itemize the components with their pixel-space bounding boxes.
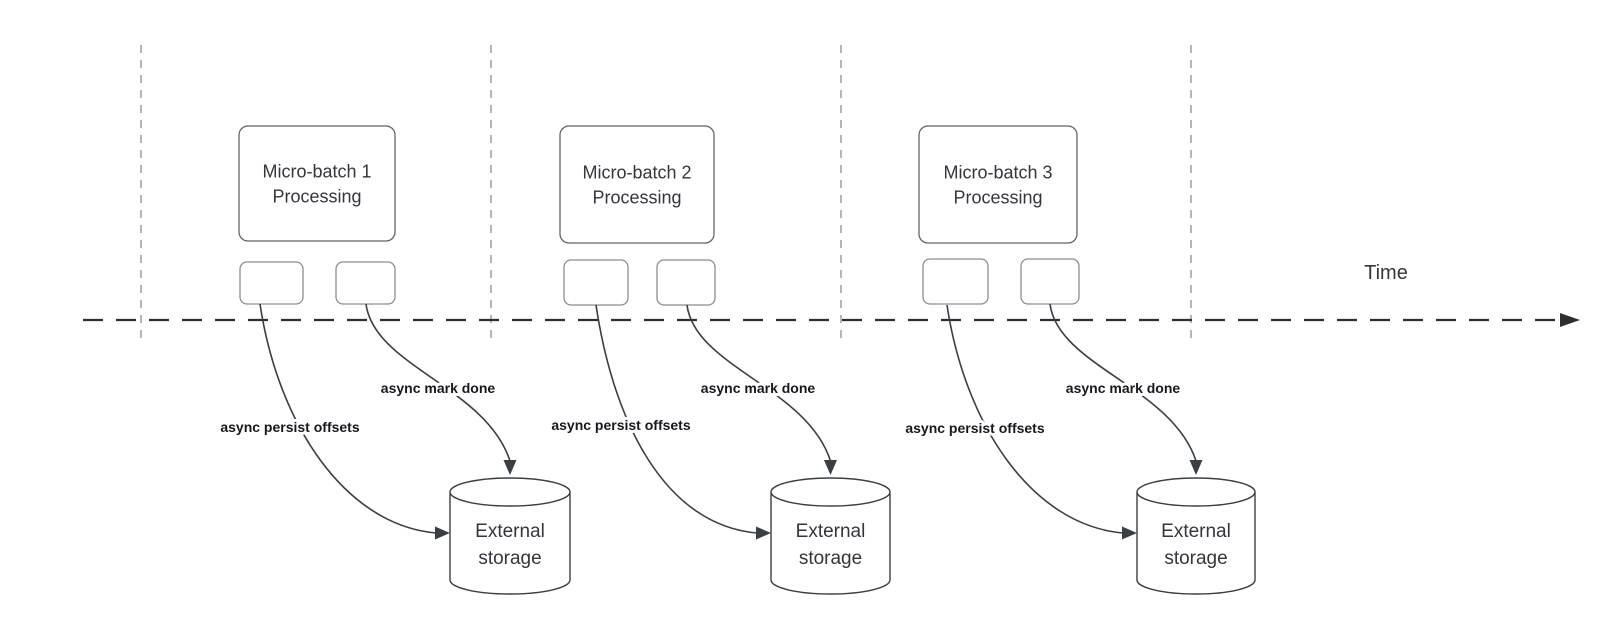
external-storage-label-line2: storage: [1164, 548, 1227, 569]
persist-offsets-arrow: [259, 303, 437, 534]
mark-done-label: async mark done: [701, 380, 816, 396]
persist-offsets-label: async persist offsets: [220, 419, 359, 435]
microbatch-box-title-line1: Micro-batch 1: [262, 162, 371, 182]
mark-done-task-box: [335, 261, 396, 305]
microbatch-2-processing-box: [559, 125, 715, 244]
microbatch-box-title-line2: Processing: [592, 188, 681, 208]
mark-done-label: async mark done: [381, 380, 496, 396]
microbatch-3-processing-box: [918, 125, 1078, 244]
persist-offsets-label: async persist offsets: [905, 420, 1044, 436]
mark-done-arrowhead-icon: [503, 460, 517, 475]
persist-offsets-task-box: [239, 261, 304, 305]
persist-offsets-task-box: [922, 258, 989, 305]
external-storage-label-line2: storage: [478, 548, 541, 569]
external-storage-label-line1: External: [1161, 521, 1231, 542]
external-storage-label-line1: External: [475, 521, 545, 542]
microbatch-box-title-line1: Micro-batch 3: [943, 163, 1052, 183]
mark-done-label: async mark done: [1066, 380, 1181, 396]
persist-offsets-arrow: [595, 304, 758, 534]
persist-offsets-arrowhead-icon: [756, 526, 771, 540]
external-storage-cylinder: [770, 477, 891, 595]
mark-done-task-box: [1020, 258, 1080, 305]
mark-done-task-box: [656, 259, 716, 306]
persist-offsets-task-box: [563, 259, 629, 306]
external-storage-cylinder: [449, 477, 571, 595]
persist-offsets-arrowhead-icon: [435, 526, 450, 540]
external-storage-label-line2: storage: [799, 548, 862, 569]
mark-done-arrow: [365, 303, 511, 462]
mark-done-arrowhead-icon: [1189, 460, 1203, 475]
time-axis-arrowhead-icon: [1560, 313, 1580, 327]
external-storage-cylinder: [1136, 477, 1256, 595]
mark-done-arrow: [686, 304, 832, 462]
time-axis-label: Time: [1364, 262, 1408, 284]
mark-done-arrow: [1049, 303, 1197, 462]
microbatch-box-title-line1: Micro-batch 2: [582, 163, 691, 183]
persist-offsets-arrowhead-icon: [1122, 526, 1137, 540]
microbatch-box-title-line2: Processing: [272, 187, 361, 207]
external-storage-label-line1: External: [796, 521, 866, 542]
persist-offsets-arrow: [946, 304, 1124, 534]
mark-done-arrowhead-icon: [824, 460, 837, 475]
microbatch-1-processing-box: [238, 125, 396, 242]
microbatch-box-title-line2: Processing: [953, 188, 1042, 208]
persist-offsets-label: async persist offsets: [551, 417, 690, 433]
